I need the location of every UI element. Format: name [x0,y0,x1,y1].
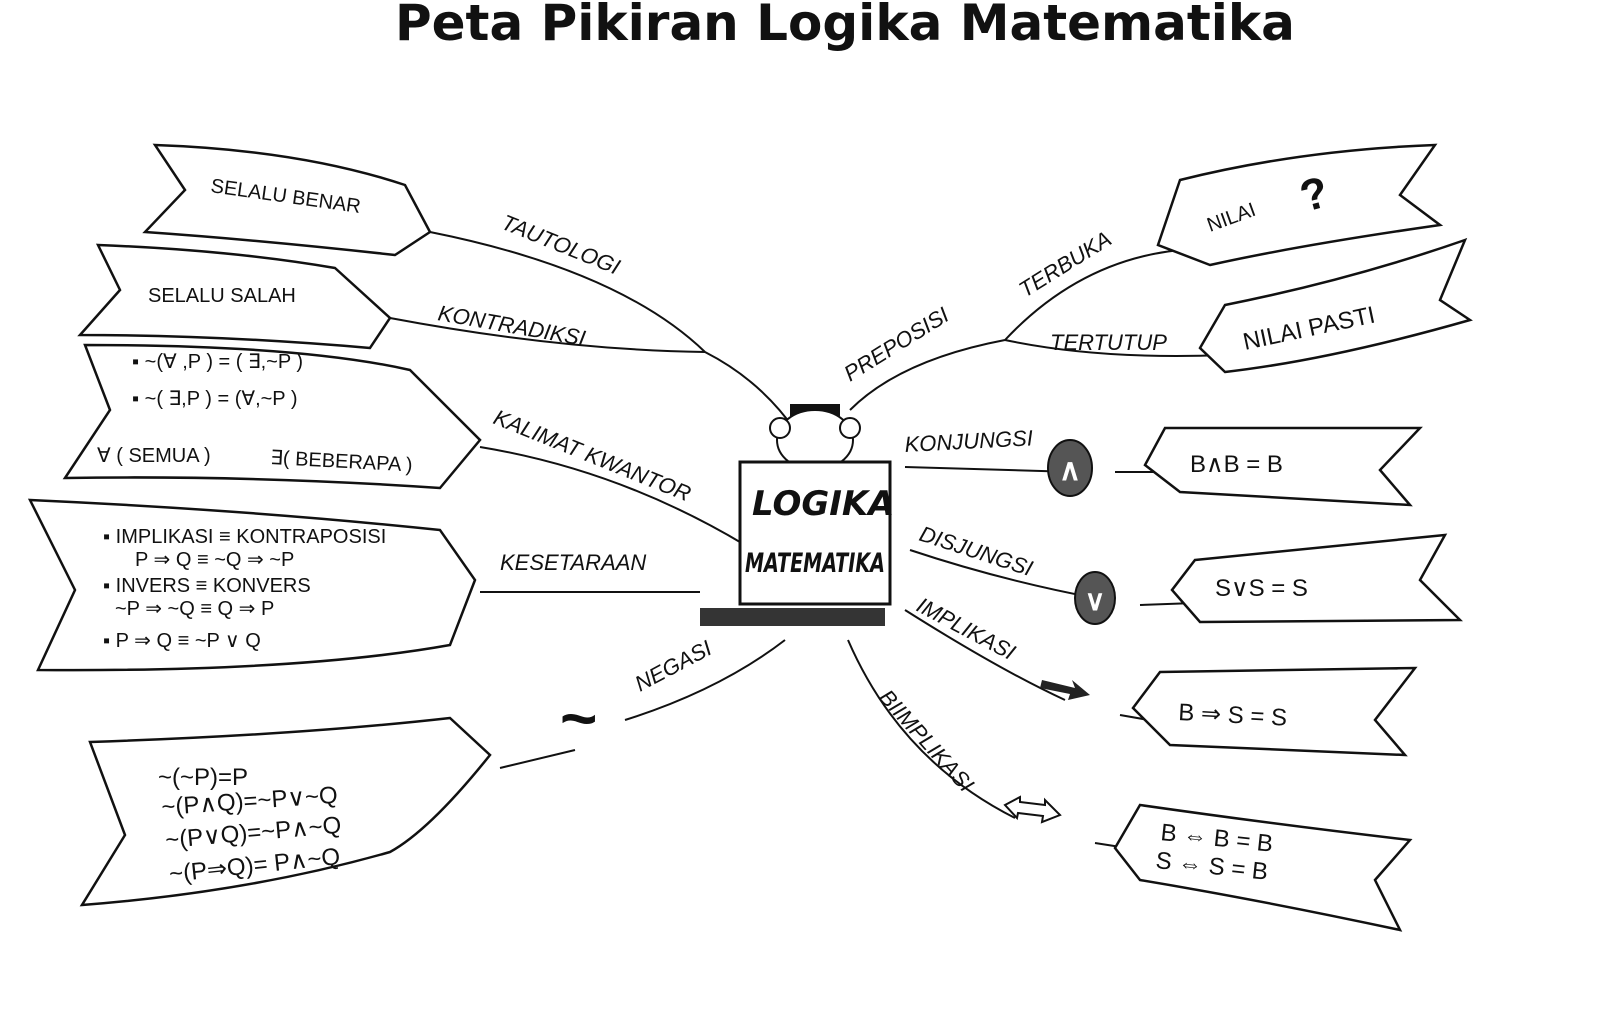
implies-arrow-icon [1040,680,1090,700]
kesetaraan-line-3: ▪ INVERS ≡ KONVERS [103,575,311,597]
konjungsi-branch: KONJUNGSI ∧ B∧B = B [904,425,1423,507]
center-board [738,460,892,606]
center-mascot: LOGIKA MATEMATIKA [700,404,895,626]
tautologi-label: TAUTOLOGI [498,209,623,279]
kontradiksi-box-text: SELALU SALAH [148,285,296,307]
center-title-2: MATEMATIKA [745,548,885,579]
biimplies-arrow-icon [1003,795,1062,824]
kuantor-branch: ▪ ~(∀ ,P ) = ( ∃,~P ) ▪ ~( ∃,P ) = (∀,~P… [62,343,695,506]
kuantor-line-1: ▪ ~(∀ ,P ) = ( ∃,~P ) [132,351,303,373]
kesetaraan-branch: ▪ IMPLIKASI ≡ KONTRAPOSISI P ⇒ Q ≡ ~Q ⇒ … [27,498,646,672]
or-symbol-text: ∨ [1085,585,1106,616]
negasi-symbol: ~ [560,682,597,754]
konjungsi-box-text: B∧B = B [1190,451,1283,478]
disjungsi-box-text: S∨S = S [1215,575,1308,602]
disjungsi-label: DISJUNGSI [916,521,1035,581]
kesetaraan-line-2: P ⇒ Q ≡ ~Q ⇒ ~P [135,549,294,571]
kesetaraan-line-1: ▪ IMPLIKASI ≡ KONTRAPOSISI [103,526,386,548]
kesetaraan-line-4: ~P ⇒ ~Q ≡ Q ⇒ P [115,598,274,620]
kontradiksi-label: KONTRADIKSI [436,300,587,351]
negasi-label: NEGASI [631,635,716,696]
tertutup-label: TERTUTUP [1050,330,1167,355]
kesetaraan-line-5: ▪ P ⇒ Q ≡ ~P ∨ Q [103,630,261,652]
kontradiksi-branch: SELALU SALAH KONTRADIKSI [77,243,587,351]
or-symbol-icon [1074,571,1116,625]
implikasi-box-text: B ⇒ S = S [1178,699,1288,732]
kuantor-line-2: ▪ ~( ∃,P ) = (∀,~P ) [132,388,298,410]
and-symbol-text: ∧ [1059,454,1081,487]
konjungsi-label: KONJUNGSI [904,425,1033,457]
center-title-1: LOGIKA [752,484,895,524]
preposisi-label: PREPOSISI [839,302,953,386]
kuantor-semua: ∀ ( SEMUA ) [97,445,211,467]
negasi-line-1: ~(~P)=P [158,764,248,791]
biimplikasi-label: BIIMPLIKASI [874,685,978,797]
page-title: Peta Pikiran Logika Matematika [395,0,1295,52]
kesetaraan-label: KESETARAAN [500,550,646,575]
and-symbol-icon [1047,439,1093,497]
disjungsi-branch: DISJUNGSI ∨ S∨S = S [916,521,1463,625]
implikasi-label: IMPLIKASI [913,592,1020,665]
negasi-branch: ~(~P)=P ~(P∧Q)=~P∨~Q ~(P∨Q)=~P∧~Q ~(P⇒Q)… [79,635,716,907]
preposisi-branch: PREPOSISI TERBUKA TERTUTUP NILAI ? NILAI… [839,143,1473,386]
